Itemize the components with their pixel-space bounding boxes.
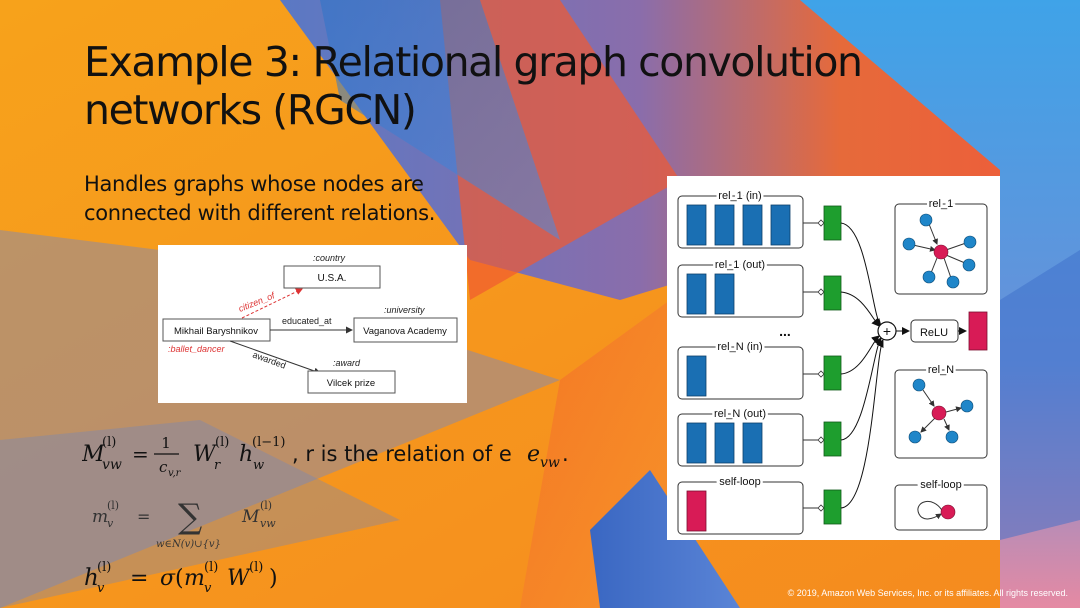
reln-out-label: rel_N (out)	[714, 408, 766, 420]
graph-self-loop-label: self-loop	[920, 479, 962, 491]
svg-text:v: v	[107, 517, 114, 530]
svg-text:h: h	[239, 442, 253, 467]
svg-text:(l): (l)	[204, 560, 218, 575]
svg-text:.: .	[562, 442, 569, 466]
kg-person-label: Mikhail Baryshnikov	[174, 326, 258, 337]
svg-text:(l): (l)	[249, 560, 263, 575]
svg-text:∑: ∑	[178, 497, 202, 537]
svg-text:e: e	[527, 442, 540, 467]
green-feature-reln-out	[823, 421, 842, 457]
rel1-out-box	[677, 264, 804, 318]
formula-message: M (l) vw = 1 c v,r W (l) r h (l−1) w , r…	[82, 434, 569, 479]
svg-text:vw: vw	[260, 517, 276, 530]
svg-text:r: r	[214, 458, 221, 473]
kg-node-vilcek	[307, 370, 396, 394]
svg-text:v,r: v,r	[168, 468, 182, 479]
kg-vilcek-label: Vilcek prize	[327, 378, 375, 389]
reln-in-label: rel_N (in)	[717, 341, 762, 353]
svg-text:1: 1	[161, 434, 171, 452]
svg-text:σ: σ	[160, 566, 176, 591]
svg-text:h: h	[84, 565, 99, 591]
graph-rel1-label: rel_1	[929, 198, 953, 210]
rel1-out-label: rel_1 (out)	[715, 259, 765, 271]
kg-node-vaganova	[353, 317, 458, 343]
kg-ballet-dancer: :ballet_dancer	[168, 344, 226, 354]
svg-text:w: w	[253, 458, 264, 473]
formula-relation-text: , r is the relation of e	[292, 442, 512, 466]
formula-update: h (l) v = σ ( m (l) v W (l) )	[84, 560, 278, 596]
reln-in-box	[677, 346, 804, 400]
slide-title: Example 3: Relational graph convolution …	[84, 38, 863, 134]
self-loop-label: self-loop	[719, 476, 761, 488]
svg-text:W: W	[227, 566, 252, 591]
svg-text:(l): (l)	[260, 499, 272, 512]
kg-awarded: awarded	[251, 349, 287, 370]
svg-text:vw: vw	[540, 455, 560, 471]
svg-text:W: W	[193, 442, 218, 467]
svg-text:(l): (l)	[102, 435, 116, 450]
relu-label: ReLU	[920, 327, 948, 339]
kg-vaganova-label: Vaganova Academy	[363, 326, 447, 337]
svg-text:M: M	[241, 507, 260, 527]
sum-symbol: +	[883, 323, 891, 339]
svg-text:(l): (l)	[215, 435, 229, 450]
slide-subtitle: Handles graphs whose nodes are connected…	[84, 172, 436, 225]
svg-text:(: (	[175, 566, 184, 591]
svg-text:m: m	[92, 507, 108, 527]
green-feature-self-loop	[823, 489, 842, 525]
rgcn-diagram: rel_1 (in) rel_1 (out) ... rel_N (in) re…	[667, 176, 1000, 540]
kg-node-usa	[283, 265, 381, 289]
svg-text:=: =	[137, 507, 150, 526]
svg-text:c: c	[159, 458, 168, 476]
graph-self-loop-box	[894, 484, 988, 531]
svg-text:m: m	[184, 566, 205, 591]
copyright-notice: © 2019, Amazon Web Services, Inc. or its…	[787, 588, 1068, 598]
kg-university-type: :university	[384, 305, 425, 315]
svg-text:vw: vw	[102, 457, 122, 473]
kg-country-type: :country	[313, 253, 346, 263]
graph-reln-label: rel_N	[928, 364, 954, 376]
svg-text:(l): (l)	[97, 560, 111, 575]
svg-text:): )	[269, 566, 278, 591]
knowledge-graph-example: :country U.S.A. citizen_of :university M…	[158, 245, 467, 403]
kg-educated-at: educated_at	[282, 316, 332, 326]
rel1-in-label: rel_1 (in)	[718, 190, 761, 202]
kg-award-type: :award	[333, 358, 361, 368]
svg-text:=: =	[130, 566, 148, 591]
output-feature	[968, 311, 988, 351]
green-feature-rel1-in	[823, 205, 842, 241]
svg-text:(l−1): (l−1)	[252, 435, 285, 450]
svg-text:M: M	[82, 442, 105, 467]
green-feature-reln-in	[823, 355, 842, 391]
kg-usa-label: U.S.A.	[318, 273, 347, 284]
svg-text:=: =	[132, 442, 149, 466]
diagram-ellipsis: ...	[779, 323, 791, 339]
svg-text:v: v	[204, 581, 212, 596]
formula-aggregate: m (l) v = ∑ w∈N(v)∪{v} M (l) vw	[92, 497, 276, 550]
svg-text:v: v	[97, 581, 105, 596]
green-feature-rel1-out	[823, 275, 842, 311]
svg-text:(l): (l)	[107, 499, 119, 512]
svg-text:w∈N(v)∪{v}: w∈N(v)∪{v}	[156, 539, 221, 550]
